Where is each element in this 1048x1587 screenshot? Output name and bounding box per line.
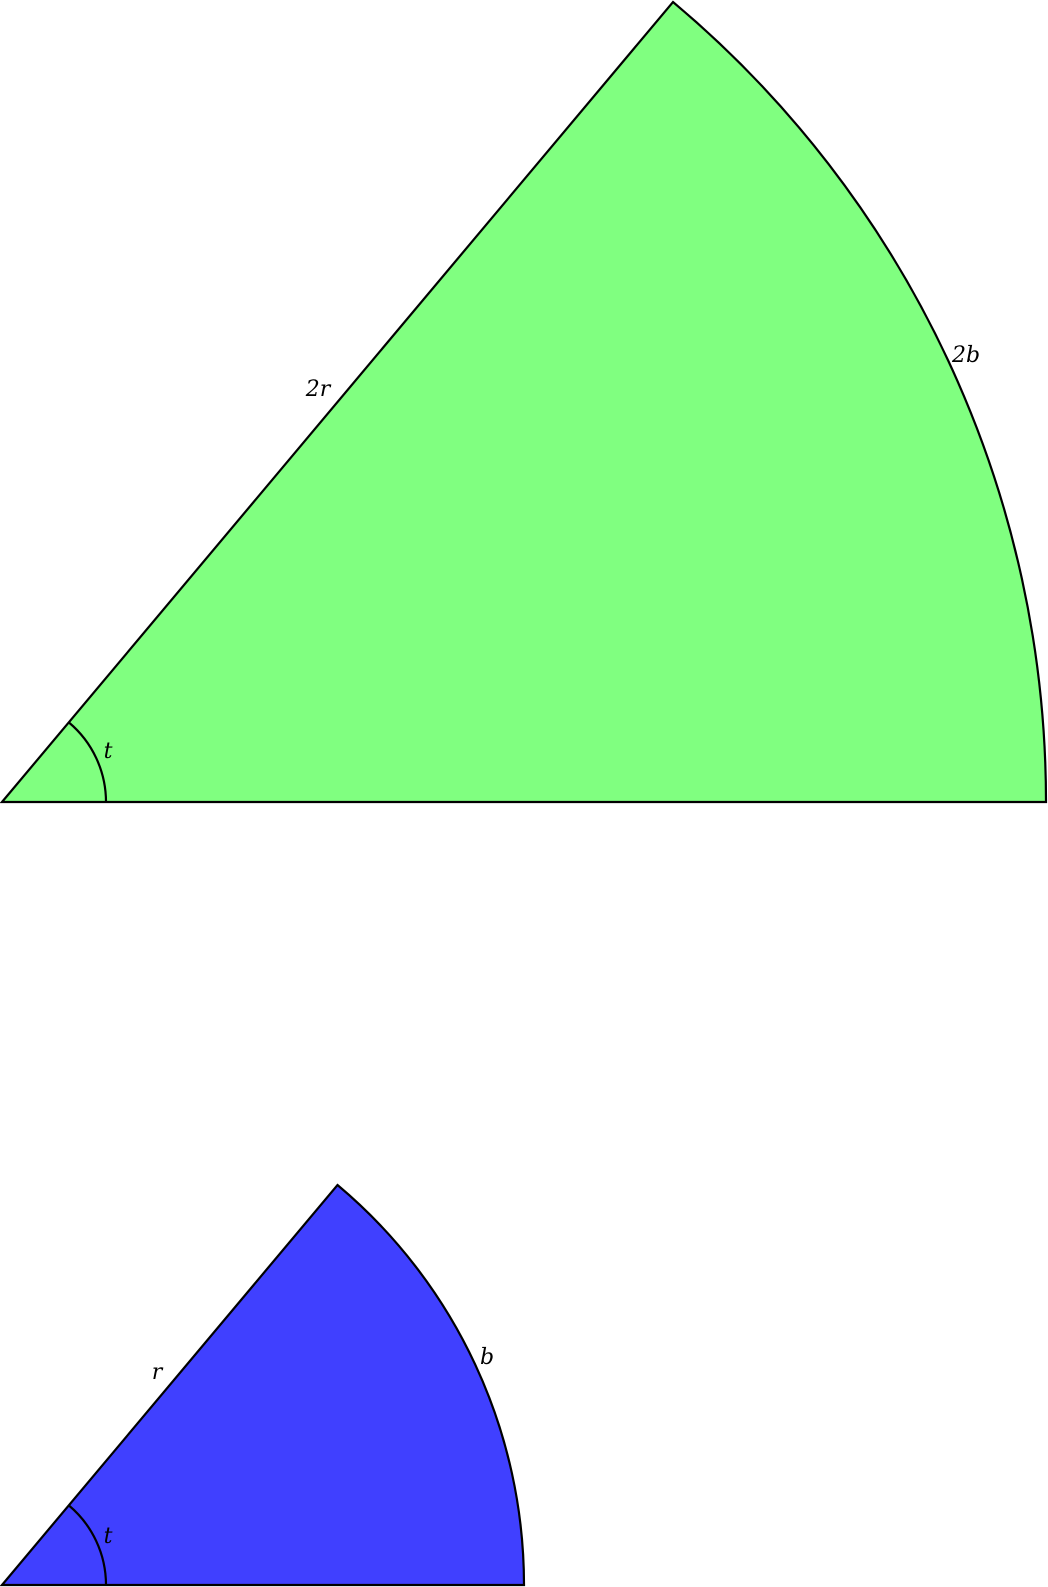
small-sector-figure: r b t xyxy=(0,1183,526,1587)
large-sector-figure: 2r 2b t xyxy=(0,0,1048,804)
small-radius-label: r xyxy=(152,1360,164,1385)
large-sector xyxy=(0,0,1048,804)
small-angle-arc xyxy=(68,1504,108,1586)
small-arc-label: b xyxy=(480,1345,494,1370)
large-angle-label: t xyxy=(104,739,113,764)
large-radius-label: 2r xyxy=(305,377,332,402)
large-arc-label: 2b xyxy=(951,343,980,368)
small-sector xyxy=(0,1183,526,1587)
small-angle-label: t xyxy=(104,1524,113,1549)
large-angle-arc xyxy=(68,721,108,803)
